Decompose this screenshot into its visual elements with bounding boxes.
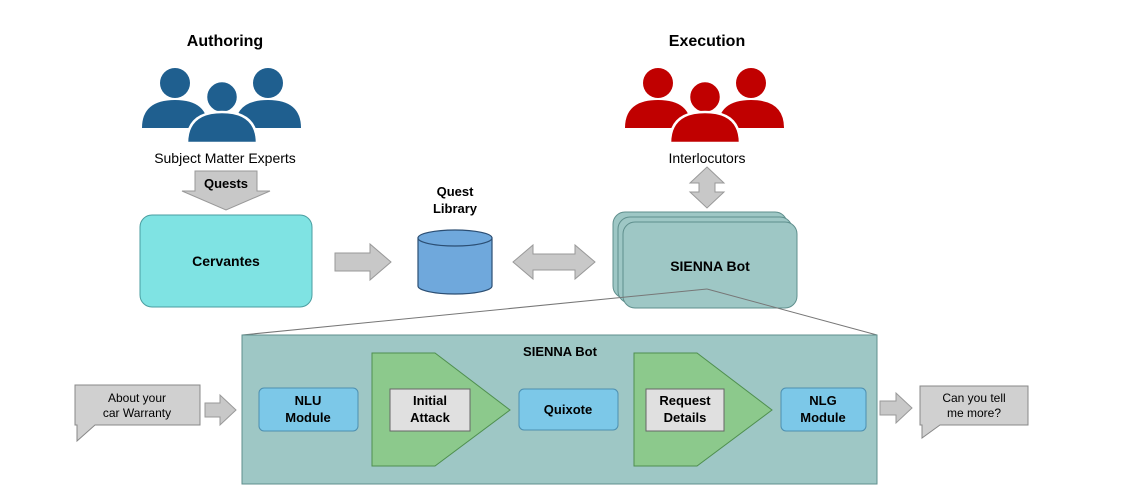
quests-arrow: Quests bbox=[181, 170, 271, 211]
nlu-module-line2: Module bbox=[285, 410, 331, 425]
zoom-line-right bbox=[706, 288, 878, 336]
input-speech-bubble: About your car Warranty bbox=[74, 384, 201, 443]
sienna-bot-stack-label: SIENNA Bot bbox=[670, 258, 750, 274]
quest-library-label-line1: Quest bbox=[437, 184, 475, 199]
output-utterance-line2: me more? bbox=[947, 406, 1001, 420]
output-speech-bubble: Can you tell me more? bbox=[919, 385, 1029, 439]
input-utterance-line2: car Warranty bbox=[103, 406, 171, 420]
quests-label: Quests bbox=[204, 176, 248, 191]
initial-attack-line1: Initial bbox=[413, 393, 447, 408]
authoring-heading: Authoring bbox=[187, 33, 263, 50]
interlocutors-bot-double-arrow bbox=[688, 166, 726, 209]
cervantes-box: Cervantes bbox=[139, 214, 313, 308]
request-details-line2: Details bbox=[664, 410, 707, 425]
request-details-strategy: Request Details bbox=[633, 352, 773, 467]
initial-attack-line2: Attack bbox=[410, 410, 451, 425]
input-arrow bbox=[204, 393, 237, 427]
nlu-module: NLU Module bbox=[258, 387, 359, 432]
nlg-module: NLG Module bbox=[780, 387, 867, 432]
input-utterance-line1: About your bbox=[108, 391, 166, 405]
nlg-module-line1: NLG bbox=[809, 393, 836, 408]
output-utterance-line1: Can you tell bbox=[942, 391, 1005, 405]
sienna-bot-detail-title: SIENNA Bot bbox=[523, 344, 598, 359]
quest-library-database-icon bbox=[417, 229, 493, 295]
library-bot-double-arrow bbox=[512, 243, 596, 281]
quixote-module: Quixote bbox=[518, 388, 619, 431]
subject-matter-experts-icon bbox=[142, 68, 301, 145]
output-arrow bbox=[879, 391, 913, 425]
cervantes-label: Cervantes bbox=[192, 253, 260, 269]
nlu-module-line1: NLU bbox=[295, 393, 322, 408]
interlocutors-icon bbox=[625, 68, 784, 145]
execution-heading: Execution bbox=[669, 33, 745, 50]
quixote-label: Quixote bbox=[544, 402, 592, 417]
zoom-line-left bbox=[241, 288, 708, 336]
subject-matter-experts-label: Subject Matter Experts bbox=[154, 150, 296, 166]
sienna-bot-stack: SIENNA Bot bbox=[612, 211, 798, 309]
interlocutors-label: Interlocutors bbox=[668, 150, 745, 166]
initial-attack-strategy: Initial Attack bbox=[371, 352, 511, 467]
request-details-line1: Request bbox=[659, 393, 711, 408]
quest-library-label-line2: Library bbox=[433, 201, 478, 216]
cervantes-to-library-arrow bbox=[334, 242, 392, 282]
nlg-module-line2: Module bbox=[800, 410, 846, 425]
